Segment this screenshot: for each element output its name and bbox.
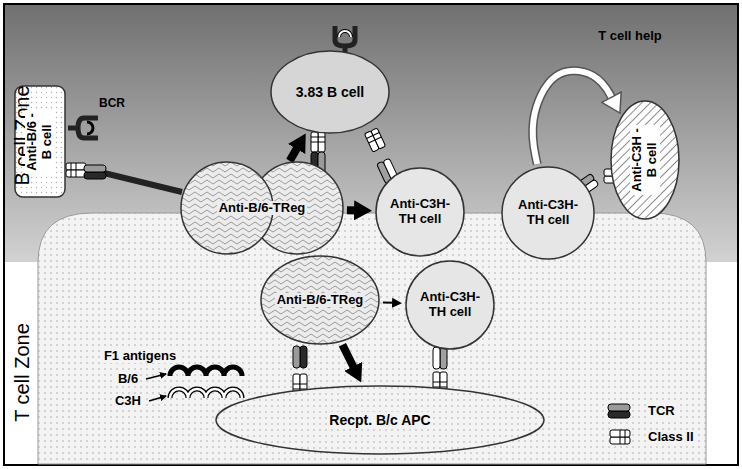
cell-label: Anti-C3H -B cell bbox=[630, 125, 660, 195]
leader-line bbox=[149, 396, 166, 401]
cell-label: Anti-C3H- TH cell bbox=[379, 197, 461, 227]
connector-outline bbox=[533, 71, 613, 164]
th-cell: Anti-C3H- TH cell bbox=[375, 167, 465, 257]
connector-arrow bbox=[342, 345, 355, 370]
connector-line bbox=[533, 71, 613, 164]
connector-line bbox=[383, 301, 394, 303]
tcr-receptor bbox=[293, 346, 307, 368]
legend-item: TCR bbox=[598, 398, 696, 424]
antigen-label: C3H bbox=[113, 394, 143, 409]
tcr-receptor bbox=[84, 165, 106, 179]
class-ii-molecule bbox=[364, 128, 385, 152]
treg-cell: Anti-B/6-TReg bbox=[180, 161, 344, 255]
zone-region: T cell Zone Anti-B/6-TReg Anti-C3H- TH cel… bbox=[8, 223, 734, 461]
b-cell: 3.83 B cell bbox=[270, 50, 390, 134]
class-ii-molecule bbox=[66, 163, 86, 177]
tcr-receptor bbox=[433, 347, 447, 369]
connector-arrow bbox=[533, 71, 613, 164]
leader-line bbox=[146, 374, 166, 379]
edge-label: T cell help bbox=[596, 29, 664, 44]
connector-line bbox=[342, 345, 355, 370]
cell-label: Anti-C3H- TH cell bbox=[409, 290, 491, 320]
legend-symbol bbox=[598, 400, 642, 422]
b-cell: Anti-C3H -B cell bbox=[610, 100, 680, 220]
legend-item: Class II bbox=[598, 424, 696, 450]
cell-label: Anti-B/6-TReg bbox=[275, 293, 366, 308]
c3h-antigen-fill bbox=[170, 389, 242, 398]
b6-antigen bbox=[170, 367, 242, 376]
connector-line bbox=[290, 146, 299, 161]
antigen-label: F1 antigens bbox=[102, 349, 178, 364]
tcr-stalk bbox=[104, 173, 182, 192]
cell-label: 3.83 B cell bbox=[294, 84, 367, 100]
connector-arrow bbox=[347, 210, 358, 211]
apc-cell: Recpt. B/c APC bbox=[215, 385, 545, 455]
receptor-label: BCR bbox=[97, 97, 127, 111]
legend-symbol bbox=[598, 426, 642, 448]
class-ii-molecule bbox=[311, 132, 325, 152]
th-cell: Anti-C3H- TH cell bbox=[501, 166, 595, 260]
connector-line bbox=[347, 206, 358, 214]
cell-label: Anti-B/6-TReg bbox=[217, 201, 308, 216]
cell-label: Anti-B/6 -B cell bbox=[25, 110, 55, 174]
legend-label: TCR bbox=[646, 404, 677, 419]
frame bbox=[4, 4, 738, 465]
legend: TCR Class II bbox=[598, 398, 696, 450]
connector-arrow bbox=[290, 146, 299, 161]
cell-label: Recpt. B/c APC bbox=[327, 412, 432, 428]
connector-arrow bbox=[383, 302, 394, 303]
antigen-label: B/6 bbox=[116, 372, 140, 387]
zone-label: T cell Zone bbox=[11, 321, 34, 424]
th-cell: Anti-C3H- TH cell bbox=[405, 260, 495, 350]
cell-label: Anti-C3H- TH cell bbox=[507, 198, 589, 228]
c3h-antigen bbox=[170, 389, 242, 398]
legend-label: Class II bbox=[646, 430, 696, 445]
treg-cell: Anti-B/6-TReg bbox=[260, 255, 380, 345]
t-zone-ground bbox=[38, 213, 706, 464]
bcr-receptor bbox=[68, 118, 98, 138]
